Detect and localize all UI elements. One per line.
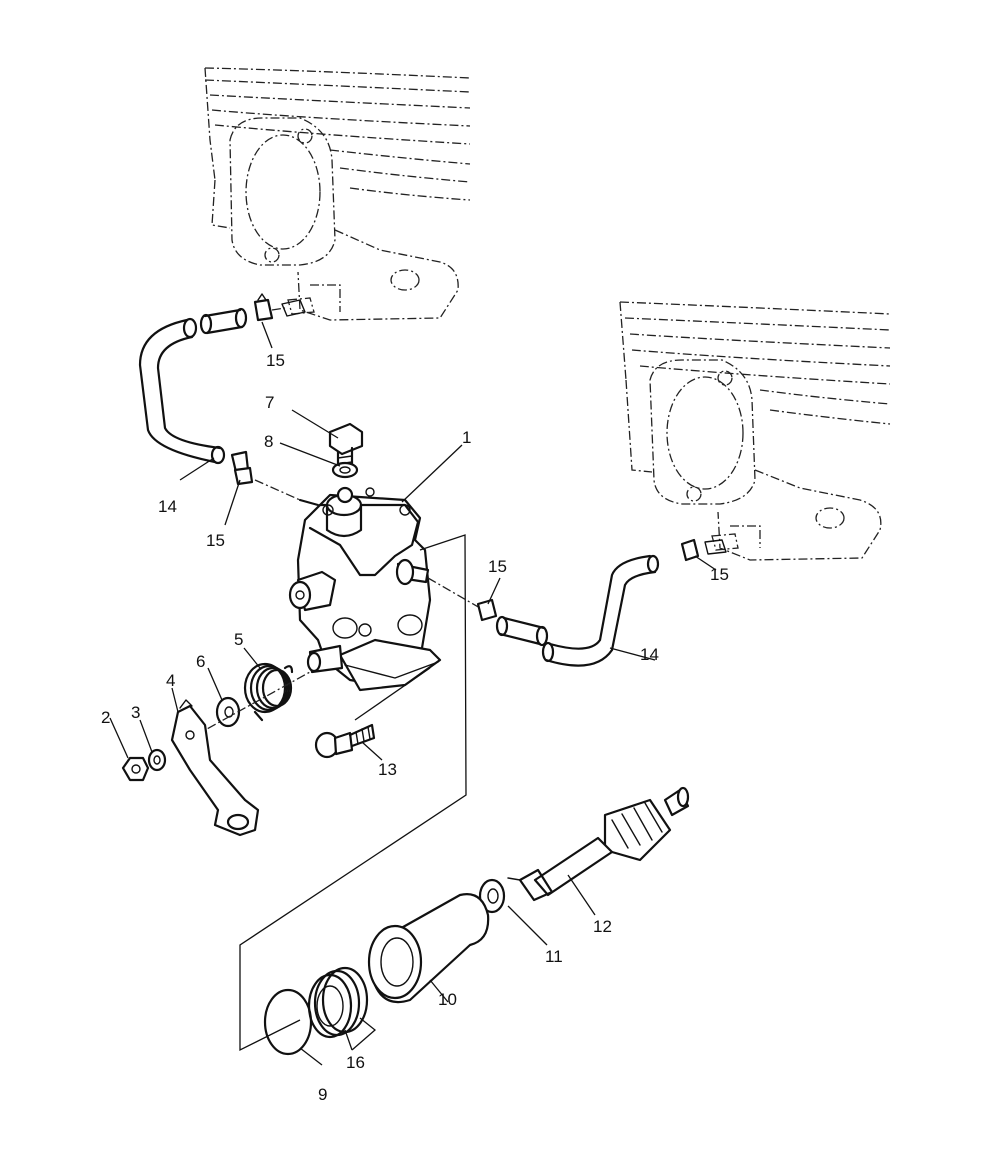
callout-6: 6	[196, 652, 205, 671]
hose-clamp-right	[680, 538, 727, 562]
centerline-top	[271, 307, 286, 311]
callout-12: 12	[593, 917, 612, 936]
assembly-bracket-lines	[239, 534, 467, 1052]
oil-seal	[307, 966, 369, 1039]
hose-clamp-top	[253, 293, 274, 322]
callout-15-mid: 15	[488, 557, 507, 576]
callout-3: 3	[131, 703, 140, 722]
callout-14-left: 14	[158, 497, 177, 516]
callout-8: 8	[264, 432, 273, 451]
drive-bushing	[367, 893, 490, 1004]
return-spring	[243, 662, 294, 722]
thrust-washer	[478, 878, 506, 914]
callout-2: 2	[101, 708, 110, 727]
callout-15-top: 15	[266, 351, 285, 370]
centerline-outlet	[427, 577, 481, 609]
callout-11: 11	[545, 947, 563, 966]
callout-10: 10	[438, 990, 457, 1009]
callout-15-left: 15	[206, 531, 225, 550]
centerline-inlet	[254, 479, 301, 501]
callout-4: 4	[166, 671, 175, 690]
callout-14-right: 14	[640, 645, 659, 664]
o-ring	[263, 988, 313, 1056]
callout-16: 16	[346, 1053, 365, 1072]
mounting-screw	[314, 723, 376, 759]
engine-cylinder-right	[619, 301, 891, 561]
oil-hose-right	[495, 554, 660, 667]
callout-1: 1	[462, 428, 471, 447]
control-lever	[170, 699, 260, 837]
leader-lines	[109, 321, 717, 1066]
fitting-top	[281, 299, 306, 317]
callout-9: 9	[318, 1085, 327, 1104]
hex-nut	[121, 756, 150, 782]
sealing-washer	[331, 461, 359, 479]
callout-7: 7	[265, 393, 274, 412]
drive-gear-shaft	[507, 786, 690, 902]
lock-washer	[147, 748, 167, 772]
callout-5: 5	[234, 630, 243, 649]
flat-washer	[215, 696, 241, 728]
callout-13: 13	[378, 760, 397, 779]
oil-hose-left	[138, 307, 248, 465]
hose-clamp-mid	[476, 598, 498, 622]
callout-15-right: 15	[710, 565, 729, 584]
engine-cylinder-left	[204, 67, 471, 321]
oil-pump-body	[288, 486, 442, 692]
hose-clamp-left	[230, 450, 254, 486]
